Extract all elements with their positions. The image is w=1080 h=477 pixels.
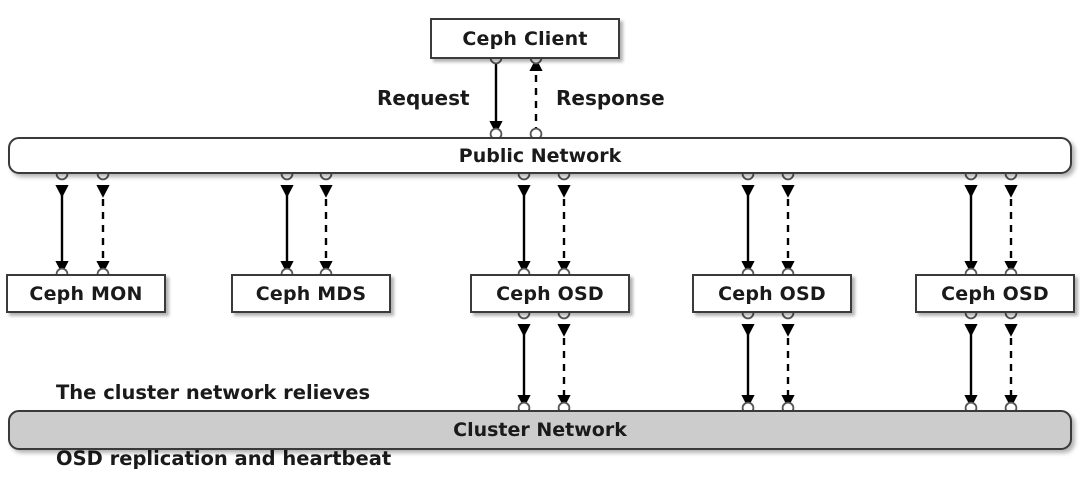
- cluster-network-caption: The cluster network relieves OSD replica…: [56, 338, 401, 477]
- public-network-bar[interactable]: Public Network: [8, 137, 1072, 174]
- ceph-osd-box-3[interactable]: Ceph OSD: [915, 274, 1075, 313]
- client-public-connection: [489, 58, 543, 134]
- ceph-osd-box-1[interactable]: Ceph OSD: [470, 274, 630, 313]
- ceph-mds-label: Ceph MDS: [255, 282, 367, 305]
- request-label: Request: [377, 86, 470, 110]
- public-to-mds-connection: [280, 184, 333, 274]
- ceph-osd-label-2: Ceph OSD: [718, 282, 826, 305]
- public-to-osd-1-connection: [517, 184, 571, 274]
- ceph-client-box[interactable]: Ceph Client: [430, 18, 620, 59]
- public-to-osd-3-connection: [964, 184, 1018, 274]
- osd-1-to-cluster-connection: [517, 323, 571, 408]
- public-network-label: Public Network: [458, 144, 622, 167]
- osd-2-to-cluster-connection: [741, 323, 795, 408]
- ceph-mds-box[interactable]: Ceph MDS: [231, 274, 391, 313]
- ceph-mon-box[interactable]: Ceph MON: [6, 274, 166, 313]
- cluster-network-label: Cluster Network: [453, 419, 627, 441]
- osd-3-to-cluster-connection: [964, 323, 1018, 408]
- public-to-osd-2-connection: [741, 184, 795, 274]
- public-to-mon-connection: [55, 184, 110, 274]
- ceph-osd-label-1: Ceph OSD: [496, 282, 604, 305]
- caption-line-2: OSD replication and heartbeat: [56, 447, 392, 470]
- ceph-osd-box-2[interactable]: Ceph OSD: [692, 274, 852, 313]
- response-label: Response: [556, 86, 665, 110]
- cluster-network-bar[interactable]: Cluster Network: [8, 410, 1072, 450]
- ceph-mon-label: Ceph MON: [29, 282, 143, 305]
- ceph-osd-label-3: Ceph OSD: [941, 282, 1049, 305]
- ceph-client-label: Ceph Client: [462, 27, 588, 50]
- caption-line-1: The cluster network relieves: [56, 381, 371, 404]
